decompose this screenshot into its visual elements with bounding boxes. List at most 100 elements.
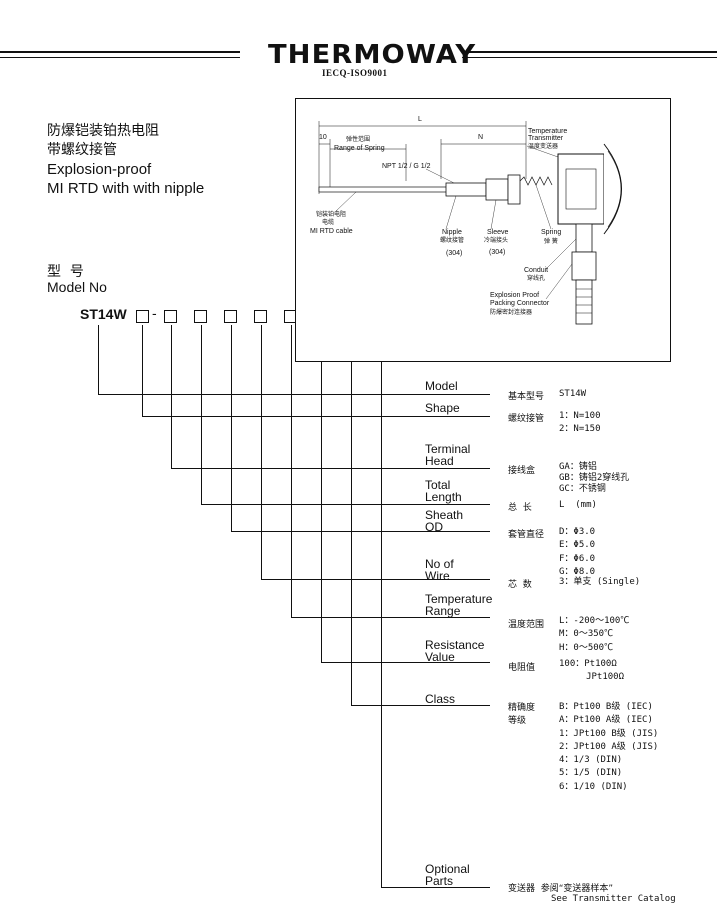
product-title-cn-1: 防爆铠装铂热电阻 [47,123,159,139]
tree-h-model [98,394,490,395]
code-box-no-of-wire [254,310,267,323]
header-rule-right-bottom [462,57,717,58]
brand-logo: THERMOWAY [268,40,477,70]
row-desc-shape: 螺纹接管 [508,414,545,424]
product-title-cn-2: 带螺纹接管 [47,142,117,158]
tree-line-resistance [321,325,322,662]
tree-h-terminal [171,468,490,469]
row-options-resistance-value: 100：Pt100Ω JPt100Ω [559,659,625,683]
sleeve-material: (304) [489,249,506,256]
code-box-sheath-od [224,310,237,323]
spring-en: Spring [541,229,562,236]
tree-h-length [201,504,490,505]
product-title-en-1: Explosion-proof [47,161,152,178]
conduit-cn: 穿线孔 [527,275,546,282]
nipple-en: Nipple [442,229,462,236]
spring [519,176,553,186]
dim-label-N: N [478,134,484,141]
row-options-shape: 1：N=100 2：N=150 [559,411,601,435]
row-desc-terminal-head: 接线盒 [508,466,536,476]
tree-line-class [351,325,352,705]
product-title-en-2: MI RTD with with nipple [47,180,205,197]
spring-range-en: Range of Spring [334,145,385,152]
code-dash: - [152,305,157,321]
transmitter-en-1: Temperature [528,128,568,135]
transmitter-cn: 温度变送器 [528,143,559,150]
tree-line-length [201,325,202,504]
row-options-no-of-wire: 3：单支 (Single) [559,577,641,587]
tree-line-sheath [231,325,232,531]
tree-h-shape [142,416,490,417]
packing-connector [571,251,597,281]
tree-h-resistance [321,662,490,663]
nipple-material: (304) [446,250,463,257]
row-label-model: Model [425,379,458,393]
dim-label-L: L [418,116,422,123]
cable-cn-1: 铠装铂电阻 [316,211,347,218]
row-options-temperature-range: L：-200～100℃ M：0～350℃ H：0～500℃ [559,616,630,653]
row-desc-no-of-wire: 芯 数 [508,580,532,590]
row-options-terminal-head: GA：铸铝 GB：铸铝2穿线孔 GC：不锈钢 [559,462,630,494]
cable-en: MI RTD cable [310,228,353,235]
sleeve [485,178,509,201]
row-desc-resistance-value: 电阻值 [508,663,536,673]
connector-en-1: Explosion Proof [490,292,540,299]
row-desc-class: 精确度 等级 [508,703,536,726]
header-rule-left-top [0,51,240,53]
row-label-class: Class [425,692,456,706]
code-box-shape [136,310,149,323]
row-options-total-length: L (mm) [559,500,597,510]
row-options-class: B：Pt100 B级 (IEC) A：Pt100 A级 (IEC) 1：JPt1… [559,702,659,792]
sleeve-en: Sleeve [487,229,509,236]
row-desc-sheath-od: 套管直径 [508,530,545,540]
tree-h-optional [381,887,490,888]
conduit [575,223,593,253]
code-box-terminal-head [164,310,177,323]
row-desc-total-length: 总 长 [508,503,532,513]
nipple-cn: 螺纹接管 [440,237,465,244]
header-rule-left-bottom [0,57,240,58]
row-options-model: ST14W [559,389,587,399]
connector-cn: 防爆密封连接器 [490,309,533,316]
model-heading-en: Model No [47,279,107,295]
header-rule-right-top [462,51,717,53]
dim-label-10: 10 [319,134,327,141]
tree-line-wire [261,325,262,579]
connector-en-2: Packing Connector [490,300,550,307]
sensor-diagram: L N 10 弹性范围 Range of Spring NPT 1/2 / G … [295,98,671,362]
tree-line-range [291,325,292,617]
transmitter-en-2: Transmitter [528,135,564,142]
row-options-sheath-od: D：Φ3.0 E：Φ5.0 F：Φ6.0 G：Φ8.0 [559,527,596,577]
tree-h-wire [261,579,490,580]
tree-line-terminal [171,325,172,468]
tree-h-class [351,705,490,706]
sleeve-cn: 冷端接头 [484,237,509,244]
tree-h-range [291,617,490,618]
row-desc-temperature-range: 温度范围 [508,620,545,630]
tree-line-shape [142,325,143,416]
row-desc-optional-parts: 变送器 参阅“变送器样本” [508,884,614,894]
tree-line-model [98,325,99,394]
tree-line-optional [381,325,382,887]
row-options-optional-parts: See Transmitter Catalog [551,894,676,904]
spring-cn: 弹 簧 [544,238,558,245]
nipple [445,182,487,197]
conduit-en: Conduit [524,267,549,274]
model-code-prefix: ST14W [80,306,127,322]
model-heading-cn: 型 号 [47,264,84,280]
tree-h-sheath [231,531,490,532]
certification-text: IECQ-ISO9001 [322,68,388,78]
row-label-shape: Shape [425,401,460,415]
sensor-drawing [318,121,622,325]
npt-label: NPT 1/2 / G 1/2 [382,163,431,170]
code-box-total-length [194,310,207,323]
spring-range-cn: 弹性范围 [346,136,371,143]
cable-cn-2: 电缆 [322,219,335,226]
